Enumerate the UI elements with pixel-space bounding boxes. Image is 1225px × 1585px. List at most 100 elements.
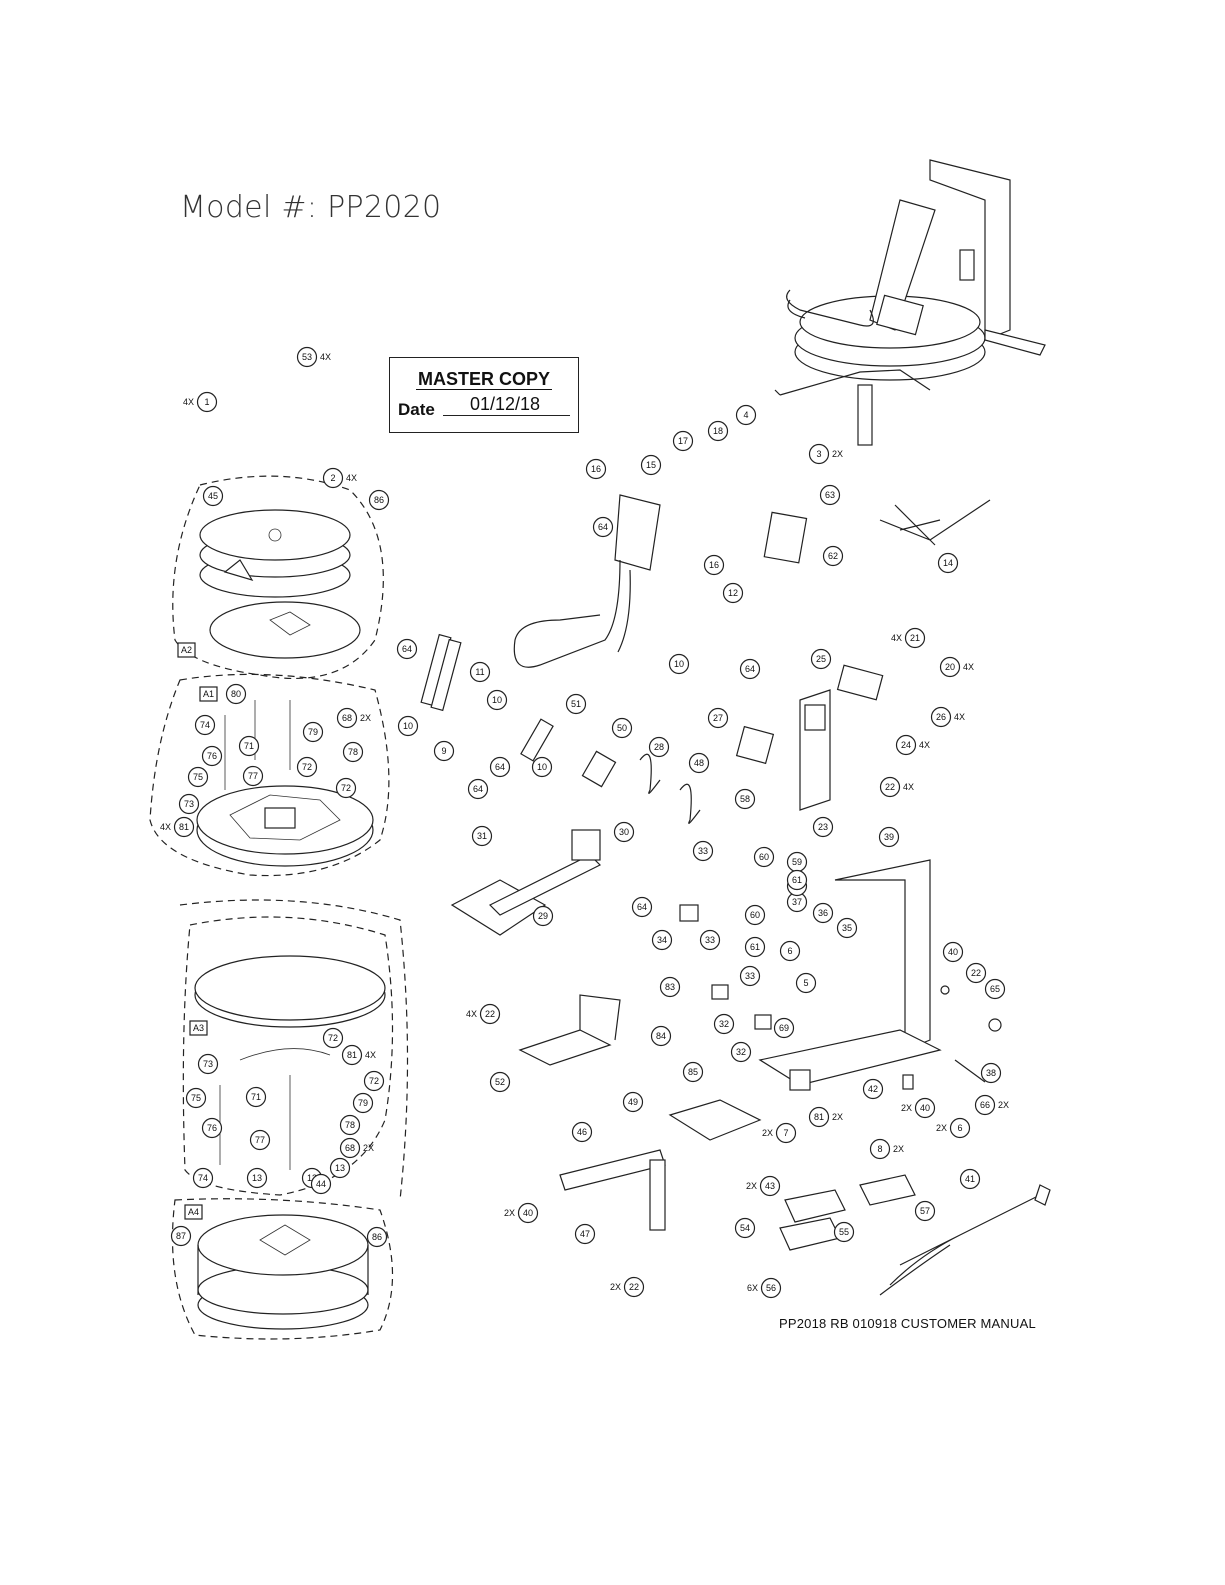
callout-quantity: 2X bbox=[893, 1144, 904, 1154]
callout-32: 32 bbox=[713, 1013, 735, 1035]
assembly-label-a2: A2 bbox=[181, 645, 192, 655]
leg-bracket-part bbox=[559, 1149, 666, 1191]
callout-bubble bbox=[366, 1226, 388, 1248]
callout-quantity: 4X bbox=[320, 352, 331, 362]
callout-number: 11 bbox=[475, 667, 484, 677]
stamp-date-label: Date bbox=[398, 400, 435, 419]
callout-bubble bbox=[531, 756, 553, 778]
callout-bubble bbox=[296, 756, 318, 778]
callout-41: 41 bbox=[959, 1168, 981, 1190]
callout-79: 79 bbox=[352, 1092, 374, 1114]
callout-bubble bbox=[342, 741, 364, 763]
callout-6: 6 bbox=[779, 940, 801, 962]
callout-10: 10 bbox=[397, 715, 419, 737]
callout-bubble bbox=[396, 638, 418, 660]
callout-1: 14X bbox=[183, 391, 218, 413]
callout-bubble bbox=[692, 840, 714, 862]
callout-28: 28 bbox=[648, 736, 670, 758]
callout-bubble bbox=[812, 816, 834, 838]
callout-quantity: 4X bbox=[963, 662, 974, 672]
callout-29: 29 bbox=[532, 905, 554, 927]
callout-quantity: 4X bbox=[891, 633, 902, 643]
callout-57: 57 bbox=[914, 1200, 936, 1222]
stamp-date-line bbox=[443, 415, 570, 416]
callout-bubble bbox=[773, 1017, 795, 1039]
callout-60: 60 bbox=[753, 846, 775, 868]
callout-number: 81 bbox=[814, 1112, 824, 1122]
callout-bubble bbox=[397, 715, 419, 737]
callout-quantity: 2X bbox=[360, 713, 371, 723]
callout-bubble bbox=[959, 1168, 981, 1190]
callout-86: 86 bbox=[366, 1226, 388, 1248]
assembly-label-box bbox=[177, 642, 196, 658]
callout-bubble bbox=[225, 683, 247, 705]
callout-bubble bbox=[833, 1221, 855, 1243]
callout-number: 24 bbox=[901, 740, 911, 750]
callout-quantity: 4X bbox=[160, 822, 171, 832]
callout-58: 58 bbox=[734, 788, 756, 810]
callout-83: 83 bbox=[659, 976, 681, 998]
callout-number: 15 bbox=[646, 460, 656, 470]
callout-number: 22 bbox=[629, 1282, 639, 1292]
callout-bubble bbox=[672, 430, 694, 452]
callout-number: 68 bbox=[345, 1143, 355, 1153]
callout-number: 14 bbox=[943, 558, 953, 568]
model-title: Model #: PP2020 bbox=[180, 190, 442, 225]
callout-bubble bbox=[467, 778, 489, 800]
callout-number: 77 bbox=[248, 771, 258, 781]
callout-bubble bbox=[707, 707, 729, 729]
callout-quantity: 2X bbox=[504, 1208, 515, 1218]
callout-quantity: 6X bbox=[747, 1283, 758, 1293]
callout-number: 5 bbox=[803, 978, 808, 988]
exploded-parts bbox=[420, 494, 1051, 1296]
callout-bubble bbox=[974, 1094, 996, 1116]
callout-bubble bbox=[878, 826, 900, 848]
callout-number: 50 bbox=[617, 723, 627, 733]
callout-quantity: 4X bbox=[903, 782, 914, 792]
callout-number: 77 bbox=[255, 1135, 265, 1145]
callout-36: 36 bbox=[812, 902, 834, 924]
callout-48: 48 bbox=[688, 752, 710, 774]
callout-number: 30 bbox=[619, 827, 629, 837]
callout-bubble bbox=[822, 545, 844, 567]
callout-bubble bbox=[192, 1167, 214, 1189]
assembly-a3-group: A3 bbox=[179, 899, 409, 1201]
callout-number: 40 bbox=[948, 947, 958, 957]
callout-number: 6 bbox=[957, 1123, 962, 1133]
callout-bubble bbox=[471, 825, 493, 847]
callout-bubble bbox=[341, 1044, 363, 1066]
callout-bubble bbox=[707, 420, 729, 442]
callout-52: 52 bbox=[489, 1071, 511, 1093]
callout-76: 76 bbox=[201, 745, 223, 767]
callout-number: 81 bbox=[347, 1050, 357, 1060]
callout-number: 73 bbox=[184, 799, 194, 809]
callout-number: 51 bbox=[571, 699, 581, 709]
callout-16: 16 bbox=[585, 458, 607, 480]
callout-bubble bbox=[739, 965, 761, 987]
callout-79: 79 bbox=[302, 721, 324, 743]
callout-number: 22 bbox=[885, 782, 895, 792]
callout-number: 33 bbox=[745, 971, 755, 981]
callout-25: 25 bbox=[810, 648, 832, 670]
callout-30: 30 bbox=[613, 821, 635, 843]
callout-number: 71 bbox=[251, 1092, 261, 1102]
callout-64: 64 bbox=[631, 896, 653, 918]
callout-bubble bbox=[942, 941, 964, 963]
callout-number: 72 bbox=[369, 1076, 379, 1086]
callout-number: 4 bbox=[743, 410, 748, 420]
callout-13: 13 bbox=[329, 1157, 351, 1179]
callout-number: 73 bbox=[203, 1059, 213, 1069]
callout-64: 64 bbox=[592, 516, 614, 538]
callout-11: 11 bbox=[469, 661, 491, 683]
callout-78: 78 bbox=[342, 741, 364, 763]
callout-quantity: 2X bbox=[762, 1128, 773, 1138]
callout-bubble bbox=[651, 929, 673, 951]
callout-number: 75 bbox=[193, 772, 203, 782]
callout-quantity: 2X bbox=[363, 1143, 374, 1153]
callout-quantity: 4X bbox=[183, 397, 194, 407]
callout-22: 22 4X bbox=[879, 776, 914, 798]
